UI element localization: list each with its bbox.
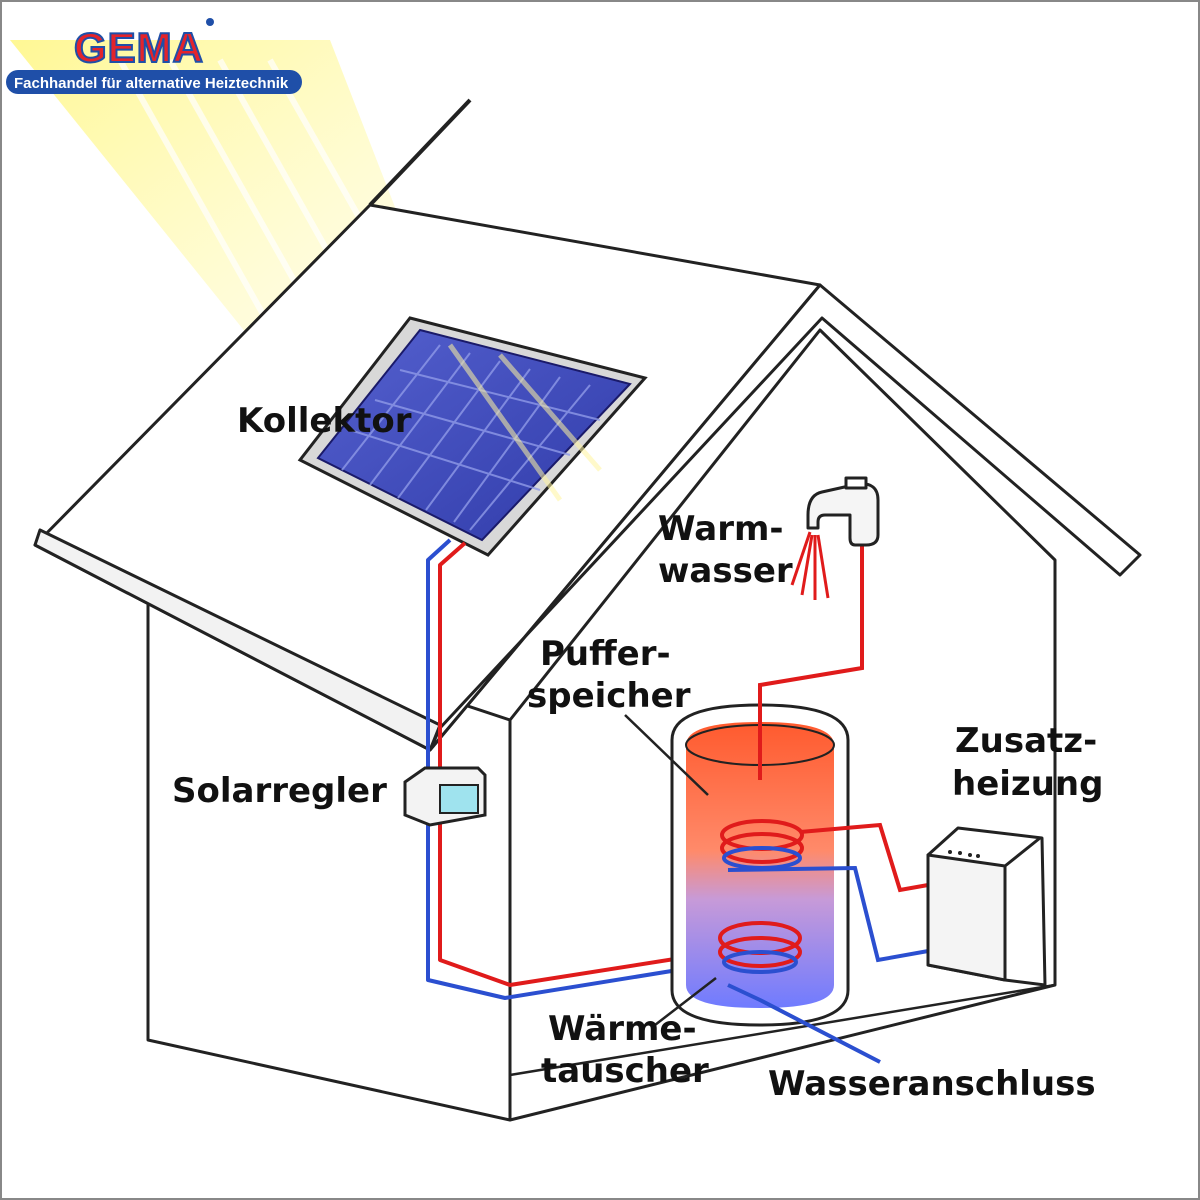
label-solarregler: Solarregler: [172, 771, 387, 811]
label-waermetauscher-2: tauscher: [541, 1051, 709, 1091]
upper-heat-coil: [720, 819, 946, 963]
water-spray: [790, 531, 830, 600]
label-zusatzheizung-1: Zusatz-: [955, 721, 1097, 761]
water-connection-pipe: [727, 983, 881, 1064]
logo-banner: [6, 70, 302, 94]
label-wasseranschluss: Wasseranschluss: [768, 1064, 1096, 1104]
label-pufferspeicher-1: Puffer-: [540, 634, 671, 674]
auxiliary-heater: [926, 826, 1047, 987]
roof-ridge: [368, 98, 472, 207]
label-warmwasser-2: wasser: [658, 551, 793, 591]
label-waermetauscher-1: Wärme-: [548, 1009, 697, 1049]
label-pufferspeicher-2: speicher: [527, 676, 691, 716]
logo-brand: GEMA: [74, 24, 204, 71]
hot-water-pipe: [758, 540, 864, 780]
label-kollektor: Kollektor: [237, 401, 412, 441]
logo-tagline: Fachhandel für alternative Heiztechnik: [14, 75, 289, 92]
labels: Kollektor Warm- wasser Puffer- speicher …: [172, 401, 1103, 1104]
solar-controller: [403, 766, 487, 827]
logo-dot-icon: [206, 18, 214, 26]
solar-collector: [297, 316, 648, 557]
gema-logo: GEMA Fachhandel für alternative Heiztech…: [6, 18, 302, 94]
label-zusatzheizung-2: heizung: [952, 764, 1103, 804]
lower-heat-coil: [718, 921, 802, 974]
label-warmwasser-1: Warm-: [658, 509, 784, 549]
buffer-tank: [670, 703, 850, 1027]
cold-pipe-collector: [426, 538, 691, 1000]
faucet-icon: [806, 476, 880, 547]
hot-pipe-collector: [438, 541, 701, 987]
collector-pipes: [426, 538, 701, 1000]
leader-lines: [624, 714, 717, 1026]
floor-line: [509, 983, 1056, 1077]
